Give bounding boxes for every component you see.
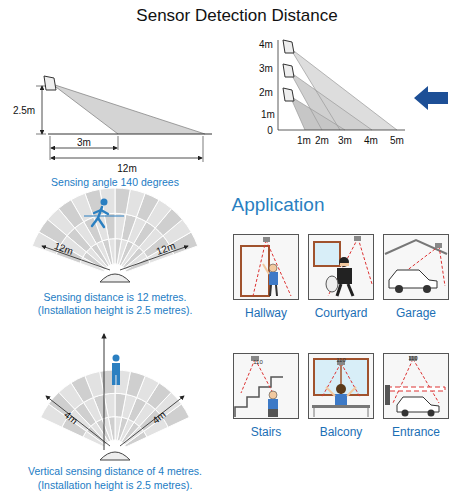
- dimension-label: 2.5m: [13, 105, 35, 116]
- horizontal-fan-extras: [42, 199, 188, 283]
- tile-label: Entrance: [383, 425, 449, 439]
- vertical-fan: [41, 370, 190, 447]
- tile-label: Hallway: [233, 306, 299, 320]
- dimension-label: 0: [267, 125, 273, 136]
- fan-segment: [115, 213, 126, 239]
- side-view: [36, 76, 212, 162]
- vertical-fan-extras: [46, 334, 184, 460]
- tile-label: Balcony: [308, 425, 374, 439]
- caption-text: Vertical sensing distance of 4 metres.: [28, 466, 202, 478]
- application-tile: Courtyard: [308, 234, 374, 320]
- dimension-label: 3m: [338, 135, 352, 146]
- title: Sensor Detection Distance: [0, 6, 474, 26]
- sensing-fan: [32, 188, 197, 272]
- tile-frame: [383, 353, 449, 419]
- height-view: [278, 40, 448, 130]
- application-tile: Balcony: [308, 353, 374, 439]
- caption-text: Sensing angle 140 degrees: [51, 177, 179, 189]
- caption-text: Sensing distance is 12 metres.: [44, 292, 187, 304]
- entrance-picture: [383, 353, 449, 419]
- courtyard-picture: [308, 234, 374, 300]
- dimension-label: 4m: [259, 39, 273, 50]
- dimension-label: 110: [336, 357, 346, 364]
- fan-segment: [115, 188, 130, 214]
- garage-picture: [383, 234, 449, 300]
- application-tile: Entrance: [383, 353, 449, 439]
- tile-frame: [233, 234, 299, 300]
- dimension-label: 1m: [297, 135, 311, 146]
- dimension-label: 2m: [315, 135, 329, 146]
- tile-frame: [308, 234, 374, 300]
- dimension-label: 110: [408, 355, 418, 362]
- application-tile: Hallway: [233, 234, 299, 320]
- dimension-label: 12m: [117, 163, 136, 174]
- tile-frame: [308, 353, 374, 419]
- caption-text: (Installation height is 2.5 metres).: [38, 305, 193, 317]
- caption-text: (Installation height is 2.5 metres).: [38, 480, 193, 492]
- balcony-picture: [308, 353, 374, 419]
- tile-frame: [233, 353, 299, 419]
- application-tile: Stairs: [233, 353, 299, 439]
- fan-segment: [115, 417, 122, 441]
- fan-segment: [115, 239, 121, 265]
- application-tile: Garage: [383, 234, 449, 320]
- dimension-label: 3m: [77, 137, 91, 148]
- fan-segment: [115, 393, 126, 417]
- tile-label: Courtyard: [308, 306, 374, 320]
- tile-frame: [383, 234, 449, 300]
- stairs-picture: [233, 353, 299, 419]
- dimension-label: 4m: [364, 135, 378, 146]
- dimension-label: 5m: [390, 135, 404, 146]
- tile-label: Garage: [383, 306, 449, 320]
- fan-segment: [80, 257, 105, 272]
- dimension-label: 1m: [261, 109, 275, 120]
- dimension-label: 110: [253, 359, 263, 366]
- hallway-picture: [233, 234, 299, 300]
- tile-label: Stairs: [233, 425, 299, 439]
- section-heading: Application: [232, 195, 325, 216]
- fan-segment: [100, 188, 115, 214]
- dimension-label: 3m: [259, 63, 273, 74]
- dimension-label: 2m: [259, 87, 273, 98]
